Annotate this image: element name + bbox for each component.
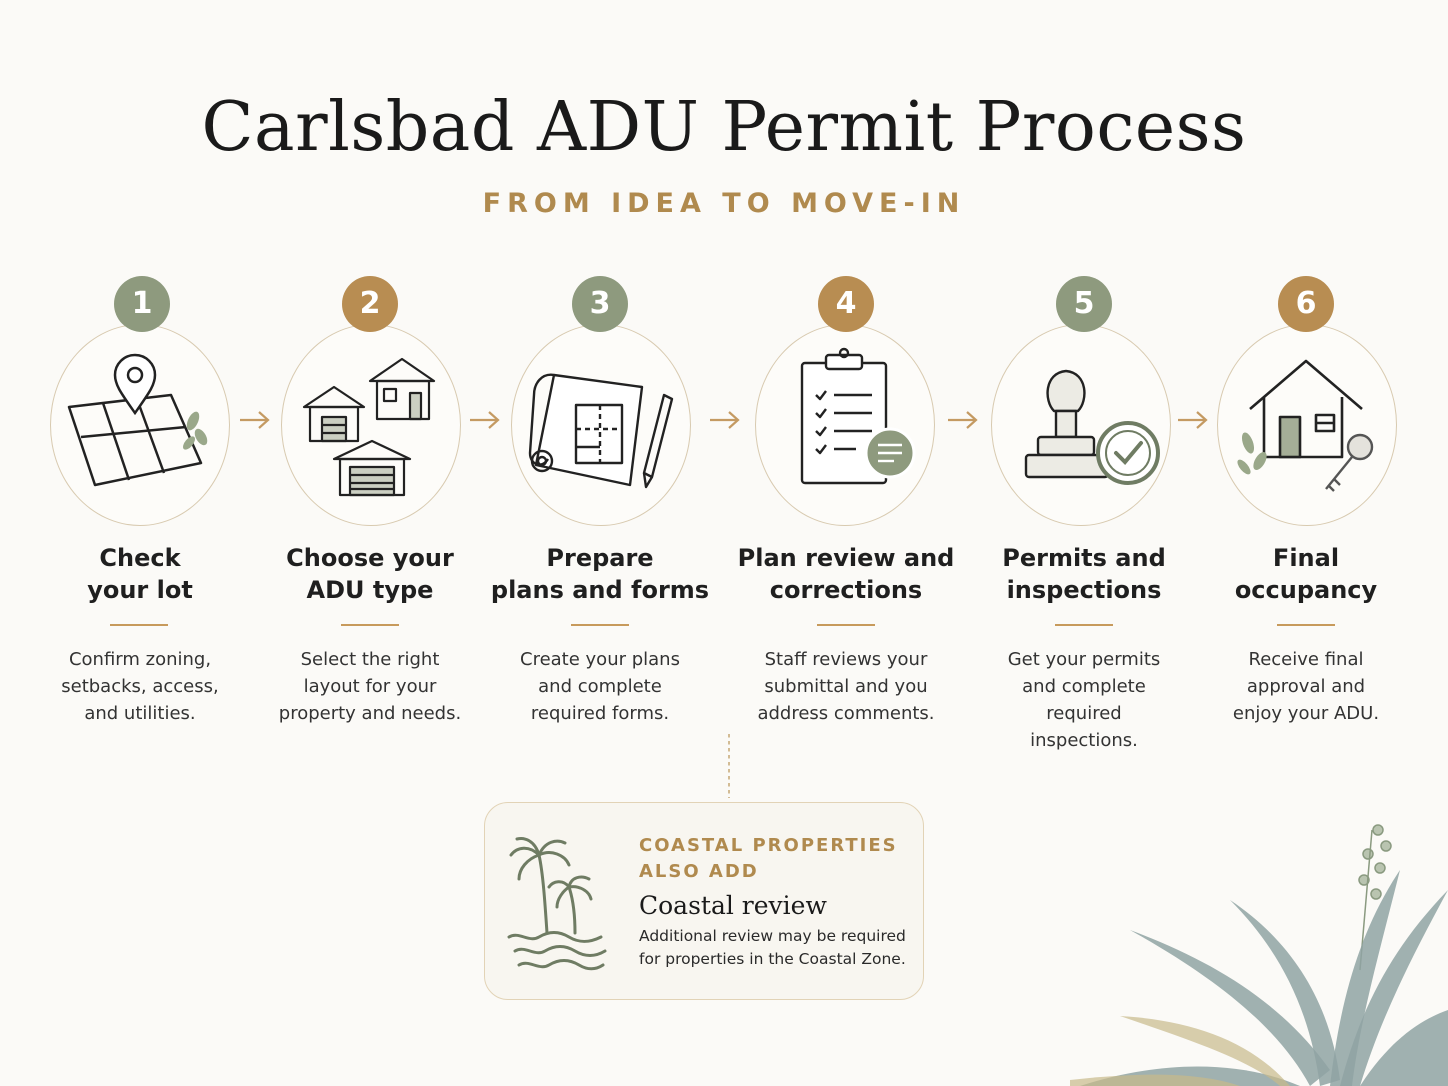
step-number-badge: 6 xyxy=(1278,276,1334,332)
house-key-icon xyxy=(1237,359,1374,492)
page-subtitle: FROM IDEA TO MOVE-IN xyxy=(482,188,966,219)
step-title: Final occupancy xyxy=(1234,544,1378,604)
step-number-badge: 1 xyxy=(114,276,170,332)
step-number-badge: 4 xyxy=(818,276,874,332)
arrow-right-icon xyxy=(1178,411,1208,429)
step-icon-circle xyxy=(991,324,1171,526)
arrow-right-icon xyxy=(240,411,270,429)
step-icon-circle xyxy=(755,324,935,526)
step-icon-circle xyxy=(511,324,691,526)
divider xyxy=(341,624,399,626)
step-icon-circle xyxy=(50,324,230,526)
step-title: Check your lot xyxy=(87,544,193,604)
dotted-connector xyxy=(728,734,730,798)
palm-tree-waves-icon xyxy=(507,837,607,971)
houses-garage-icon xyxy=(302,357,436,497)
arrow-right-icon xyxy=(948,411,978,429)
arrow-right-icon xyxy=(710,411,740,429)
coastal-review-card: COASTAL PROPERTIES ALSO ADD Coastal revi… xyxy=(484,802,924,1000)
arrow-right-icon xyxy=(470,411,500,429)
step-number-badge: 2 xyxy=(342,276,398,332)
step-description: Staff reviews your submittal and you add… xyxy=(757,649,935,724)
divider xyxy=(571,624,629,626)
blueprint-pencil-icon xyxy=(528,373,674,489)
divider xyxy=(817,624,875,626)
step-title: Plan review and corrections xyxy=(737,544,955,604)
step-description: Get your permits and complete required i… xyxy=(1007,649,1161,751)
step-title: Prepare plans and forms xyxy=(490,544,710,604)
step-number-badge: 3 xyxy=(572,276,628,332)
step-title: Choose your ADU type xyxy=(286,544,454,604)
step-description: Create your plans and complete required … xyxy=(520,649,680,724)
step-description: Confirm zoning, setbacks, access, and ut… xyxy=(61,649,219,724)
map-pin-lot-icon xyxy=(67,353,208,487)
step-number-badge: 5 xyxy=(1056,276,1112,332)
divider xyxy=(110,624,168,626)
step-title: Permits and inspections xyxy=(1002,544,1166,604)
divider xyxy=(1277,624,1335,626)
step-icon-circle xyxy=(1217,324,1397,526)
step-icon-circle xyxy=(281,324,461,526)
clipboard-checklist-icon xyxy=(800,347,916,485)
agave-plant-illustration xyxy=(1070,824,1448,1086)
coastal-heading: Coastal review xyxy=(639,891,827,920)
divider xyxy=(1055,624,1113,626)
step-description: Select the right layout for your propert… xyxy=(278,649,462,724)
coastal-eyebrow: COASTAL PROPERTIES ALSO ADD xyxy=(639,835,898,882)
coastal-description: Additional review may be required for pr… xyxy=(639,927,906,968)
stamp-approved-icon xyxy=(1024,369,1160,485)
step-description: Receive final approval and enjoy your AD… xyxy=(1232,649,1380,724)
page-title: Carlsbad ADU Permit Process xyxy=(201,88,1247,167)
